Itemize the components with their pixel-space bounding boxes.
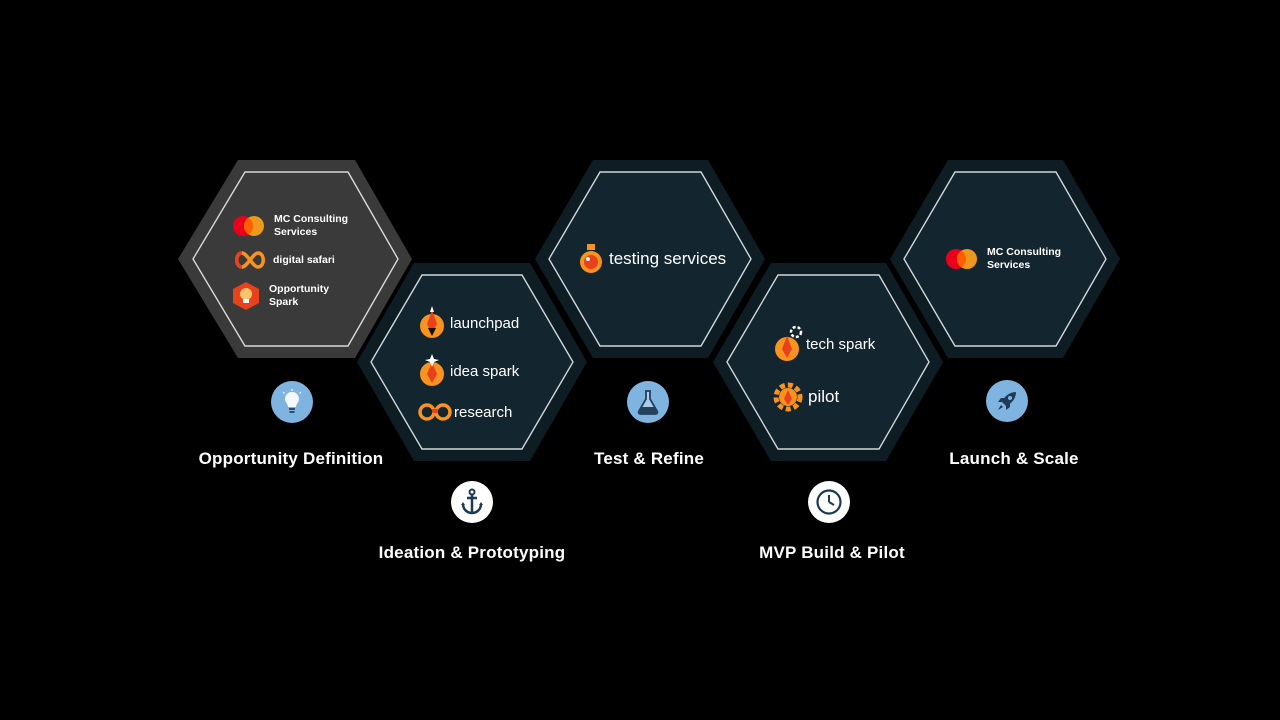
service-launchpad: launchpad xyxy=(418,306,558,340)
binoculars-icon xyxy=(418,403,452,421)
lightbulb-icon xyxy=(271,381,313,423)
hex-mvp-build-pilot-outline xyxy=(726,274,930,450)
service-label: idea spark xyxy=(450,362,520,380)
service-digital-safari: digital safari xyxy=(232,249,372,271)
service-label: MC Consulting Services xyxy=(987,246,1062,271)
rocket-icon xyxy=(420,306,444,338)
launch-scale-services: MC Consulting Services xyxy=(945,242,1085,276)
stage-label-mvp-build-pilot: MVP Build & Pilot xyxy=(759,543,905,562)
service-mc-consulting: MC Consulting Services xyxy=(232,213,372,239)
service-idea-spark: idea spark xyxy=(418,354,558,388)
rocket-launch-icon xyxy=(986,380,1028,422)
service-testing-services: testing services xyxy=(578,243,748,275)
service-label: Opportunity Spark xyxy=(269,283,330,308)
service-label: MC Consulting Services xyxy=(274,213,349,238)
mastercard-logo-icon xyxy=(233,216,264,236)
service-opportunity-spark: Opportunity Spark xyxy=(232,281,372,311)
service-label: testing services xyxy=(609,249,727,268)
stage-label-test-refine: Test & Refine xyxy=(594,449,704,468)
service-label: launchpad xyxy=(450,314,520,332)
stage-label-ideation-prototyping: Ideation & Prototyping xyxy=(378,543,566,562)
service-label: tech spark xyxy=(806,335,876,353)
gear-rocket-icon xyxy=(775,325,803,361)
hex-test-refine-outline xyxy=(548,171,752,347)
gear-icon xyxy=(773,382,803,412)
service-label: digital safari xyxy=(273,253,335,266)
opportunity-definition-services: MC Consulting Services digital safari Op… xyxy=(232,200,372,324)
hex-launch-scale-outline xyxy=(903,171,1107,347)
hex-opportunity-definition xyxy=(178,160,412,358)
service-tech-spark: tech spark xyxy=(772,325,912,363)
test-refine-services: testing services xyxy=(578,240,748,278)
ideation-prototyping-services: launchpad idea spark research xyxy=(418,298,558,430)
flask-icon xyxy=(627,381,669,423)
service-label: pilot xyxy=(808,387,840,406)
infinity-loop-icon xyxy=(235,251,265,269)
stage-label-opportunity-definition: Opportunity Definition xyxy=(198,449,384,468)
service-pilot: pilot xyxy=(772,381,912,413)
flask-logo-icon xyxy=(580,244,602,273)
clock-icon xyxy=(808,481,850,523)
service-research: research xyxy=(418,402,558,422)
spark-rocket-icon xyxy=(420,354,444,386)
service-label: research xyxy=(454,403,513,421)
anchor-icon xyxy=(451,481,493,523)
mastercard-logo-icon xyxy=(946,249,977,269)
stage-label-launch-scale: Launch & Scale xyxy=(949,449,1079,468)
hex-opportunity-definition-outline xyxy=(192,171,399,347)
service-mc-consulting: MC Consulting Services xyxy=(945,246,1085,272)
mvp-build-pilot-services: tech spark pilot xyxy=(772,320,912,418)
spark-bulb-icon xyxy=(233,282,259,310)
